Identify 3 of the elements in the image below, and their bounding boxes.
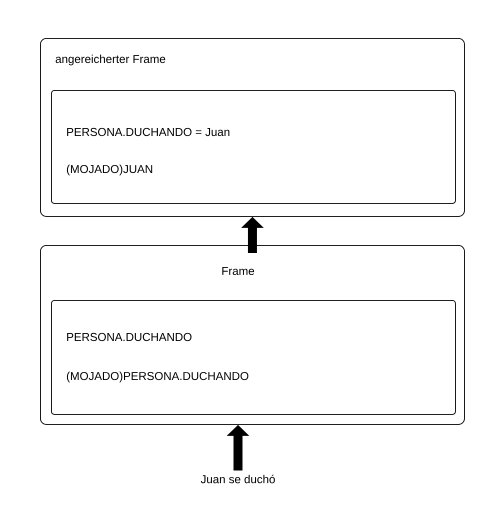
slot-box: PERSONA.DUCHANDO (MOJADO)PERSONA.DUCHANDO — [51, 300, 456, 415]
slot-box: PERSONA.DUCHANDO = Juan (MOJADO)JUAN — [51, 90, 456, 204]
input-text: Juan se duchó — [200, 474, 275, 484]
